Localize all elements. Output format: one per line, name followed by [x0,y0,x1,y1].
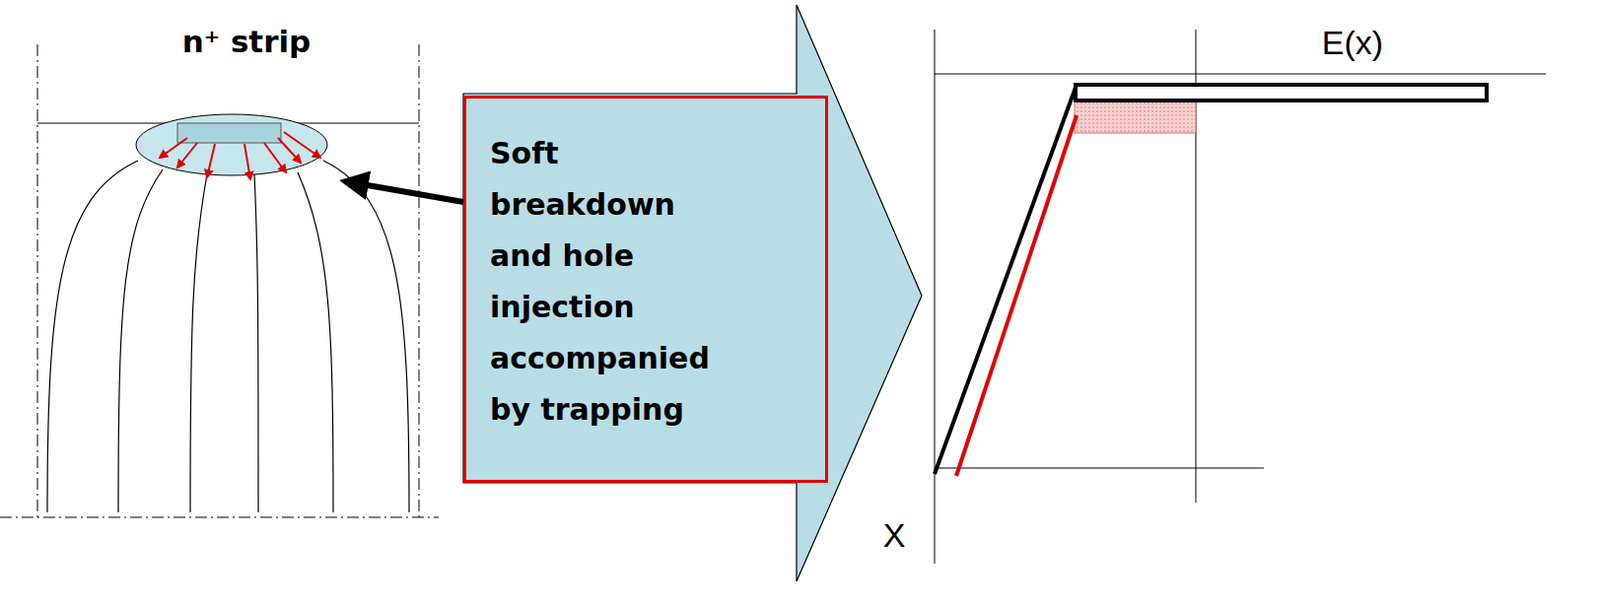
field-lines [47,160,410,513]
breakdown-region [136,114,328,176]
red-arrow [207,143,215,178]
cell-boundary [37,44,39,518]
field-line [118,169,163,513]
field-line [323,160,410,513]
field-profile-trapping [956,115,1077,477]
field-profile [934,84,1077,475]
red-arrow [264,142,286,173]
field-line [47,160,139,513]
field-line [297,172,334,513]
red-arrow [159,138,188,158]
cell-boundary [0,517,439,519]
field-spike [1075,84,1487,101]
n-plus-implant [177,123,281,143]
red-arrow [244,143,251,180]
axis-label: E(x) [1321,23,1384,63]
x-axis [934,29,936,564]
box-text: Soft breakdown and hole injection accomp… [489,128,737,436]
hole-injection-arrows [159,132,321,180]
e-axis [934,73,1546,75]
field-line [190,174,208,513]
text-box: Soft breakdown and hole injection accomp… [463,95,829,484]
red-arrow [283,132,321,158]
field-line [254,174,259,513]
axis-label: X [883,516,906,556]
red-arrow [177,142,198,168]
cell-boundary [418,44,420,518]
callout-arrow [345,181,464,203]
strip-title: n⁺ strip [182,23,312,60]
block-arrow [463,4,922,582]
reference-line [934,468,1264,470]
